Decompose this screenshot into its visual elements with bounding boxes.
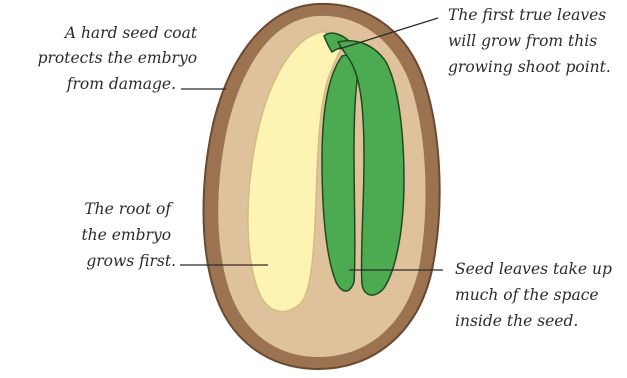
shoot-point-label: The first true leaves will grow from thi…	[448, 6, 611, 76]
root-label: The root of the embryo grows first.	[81, 200, 176, 270]
seed-coat-label: A hard seed coat protects the embryo fro…	[38, 24, 202, 93]
seed-leaves-label: Seed leaves take up much of the space in…	[455, 260, 617, 330]
